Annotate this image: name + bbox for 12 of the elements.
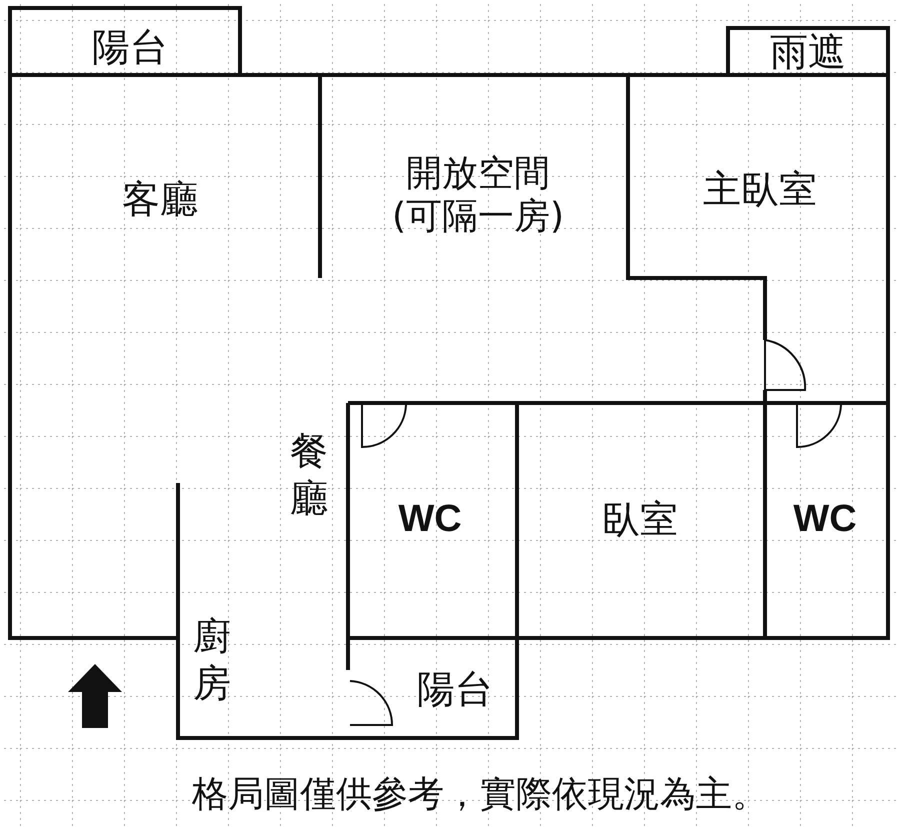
room-label: WC xyxy=(355,480,505,560)
room-label: 陽台 xyxy=(40,20,220,75)
caption: 格局圖僅供參考，實際依現況為主。 xyxy=(191,773,769,817)
room-label: 雨遮 xyxy=(738,32,878,74)
room-label: 開放空間 (可隔一房) xyxy=(378,135,578,255)
room-label: 臥室 xyxy=(525,480,755,560)
room-label: WC xyxy=(770,480,880,560)
room-label: 廚房 xyxy=(190,605,234,715)
room-label: 主臥室 xyxy=(650,150,870,230)
room-label: 陽台 xyxy=(395,660,515,720)
room-label: 餐廳 xyxy=(287,420,331,530)
room-label: 客廳 xyxy=(60,160,260,240)
